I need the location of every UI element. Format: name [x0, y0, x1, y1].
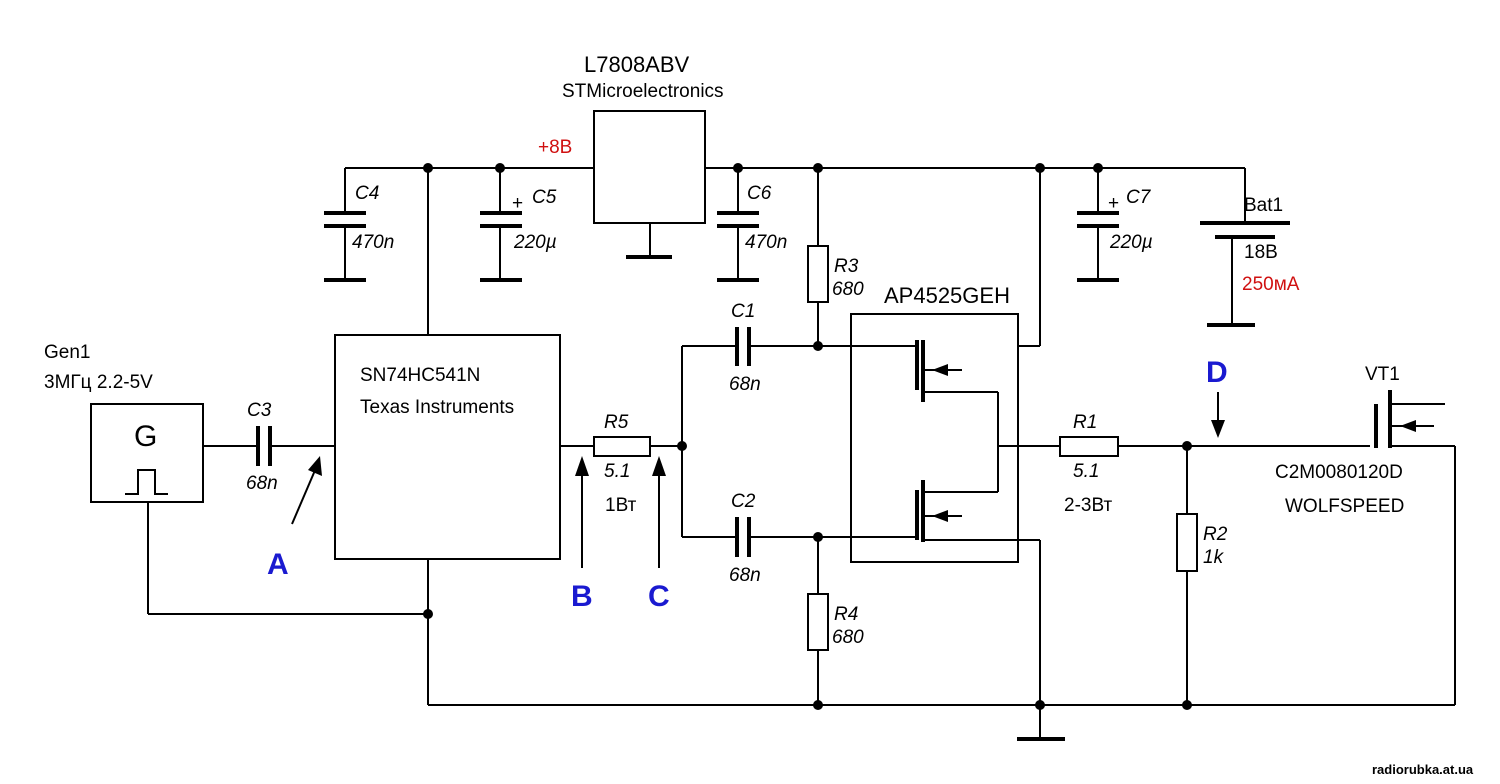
c2-value: 68n	[729, 565, 761, 586]
regulator-maker: STMicroelectronics	[562, 81, 724, 102]
test-point-c: C	[648, 456, 670, 613]
c4-value: 470n	[352, 232, 394, 253]
resistor-r1: R1 5.1 2-3Вт	[1059, 412, 1370, 516]
r1-ref: R1	[1073, 412, 1097, 433]
vt1-maker: WOLFSPEED	[1285, 496, 1404, 517]
c2-ref: C2	[731, 491, 756, 512]
test-point-b: B	[571, 456, 593, 613]
generator-gen1: G Gen1 3МГц 2.2-5V	[44, 342, 428, 615]
battery-ref: Bat1	[1244, 195, 1283, 216]
test-point-d: D	[1206, 356, 1228, 438]
r4-value: 680	[832, 627, 864, 648]
regulator-name: L7808ABV	[584, 52, 690, 77]
test-point-a: A	[267, 456, 322, 581]
r3-value: 680	[832, 279, 864, 300]
c7-value: 220µ	[1109, 232, 1153, 253]
r2-value: 1k	[1203, 547, 1225, 568]
junction-dots	[423, 163, 1192, 710]
point-a-label: A	[267, 548, 289, 581]
coupling-network: C1 68n C2 68n	[681, 301, 917, 586]
c5-ref: C5	[532, 187, 557, 208]
r5-power: 1Вт	[605, 495, 637, 516]
r1-value: 5.1	[1073, 461, 1099, 482]
c1-value: 68n	[729, 374, 761, 395]
capacitor-c4: C4 470n	[324, 183, 394, 282]
c3-value: 68n	[246, 473, 278, 494]
c4-ref: C4	[355, 183, 379, 204]
point-d-label: D	[1206, 356, 1228, 389]
c7-polarity: +	[1108, 193, 1119, 214]
point-b-label: B	[571, 580, 593, 613]
driver-ic: AP4525GEH	[850, 283, 1060, 738]
c3-ref: C3	[247, 400, 272, 421]
capacitor-c3: C3 68n	[203, 400, 335, 494]
pulse-icon	[125, 469, 168, 495]
resistor-r2: R2 1k	[1176, 446, 1228, 705]
point-c-label: C	[648, 580, 670, 613]
generator-symbol: G	[134, 420, 157, 453]
r5-value: 5.1	[604, 461, 630, 482]
c1-ref: C1	[731, 301, 755, 322]
vt1-ref: VT1	[1365, 364, 1400, 385]
c6-ref: C6	[747, 183, 772, 204]
c5-value: 220µ	[513, 232, 557, 253]
c5-polarity: +	[512, 193, 523, 214]
generator-ref: Gen1	[44, 342, 90, 363]
resistor-r3: R3 680	[807, 245, 864, 346]
r1-power: 2-3Вт	[1064, 495, 1113, 516]
capacitor-c5: + C5 220µ	[480, 187, 557, 282]
capacitor-c7: + C7 220µ	[1077, 187, 1153, 282]
buffer-ic: SN74HC541N Texas Instruments	[334, 334, 561, 705]
voltage-regulator: L7808ABV STMicroelectronics +8В	[538, 52, 724, 259]
rail-voltage-label: +8В	[538, 137, 572, 158]
generator-spec: 3МГц 2.2-5V	[44, 372, 153, 393]
resistor-r5: R5 5.1 1Вт	[560, 412, 682, 516]
ground-rail	[428, 704, 1455, 741]
c6-value: 470n	[745, 232, 787, 253]
buffer-name: SN74HC541N	[360, 365, 480, 386]
buffer-maker: Texas Instruments	[360, 397, 514, 418]
rail-8v	[344, 167, 1246, 347]
driver-name: AP4525GEH	[884, 283, 1010, 308]
battery-bat1: Bat1 18В 250мА	[1200, 195, 1300, 327]
battery-voltage: 18В	[1244, 242, 1278, 263]
r5-ref: R5	[604, 412, 629, 433]
battery-current: 250мА	[1242, 274, 1300, 295]
r3-ref: R3	[834, 256, 859, 277]
capacitor-c6: C6 470n	[717, 183, 787, 282]
watermark: radiorubka.at.ua	[1372, 762, 1474, 777]
resistor-r4: R4 680	[807, 537, 864, 705]
vt1-part: C2M0080120D	[1275, 462, 1403, 483]
transistor-vt1: VT1 C2M0080120D WOLFSPEED	[1275, 364, 1456, 705]
r4-ref: R4	[834, 604, 858, 625]
c7-ref: C7	[1126, 187, 1152, 208]
r2-ref: R2	[1203, 524, 1228, 545]
